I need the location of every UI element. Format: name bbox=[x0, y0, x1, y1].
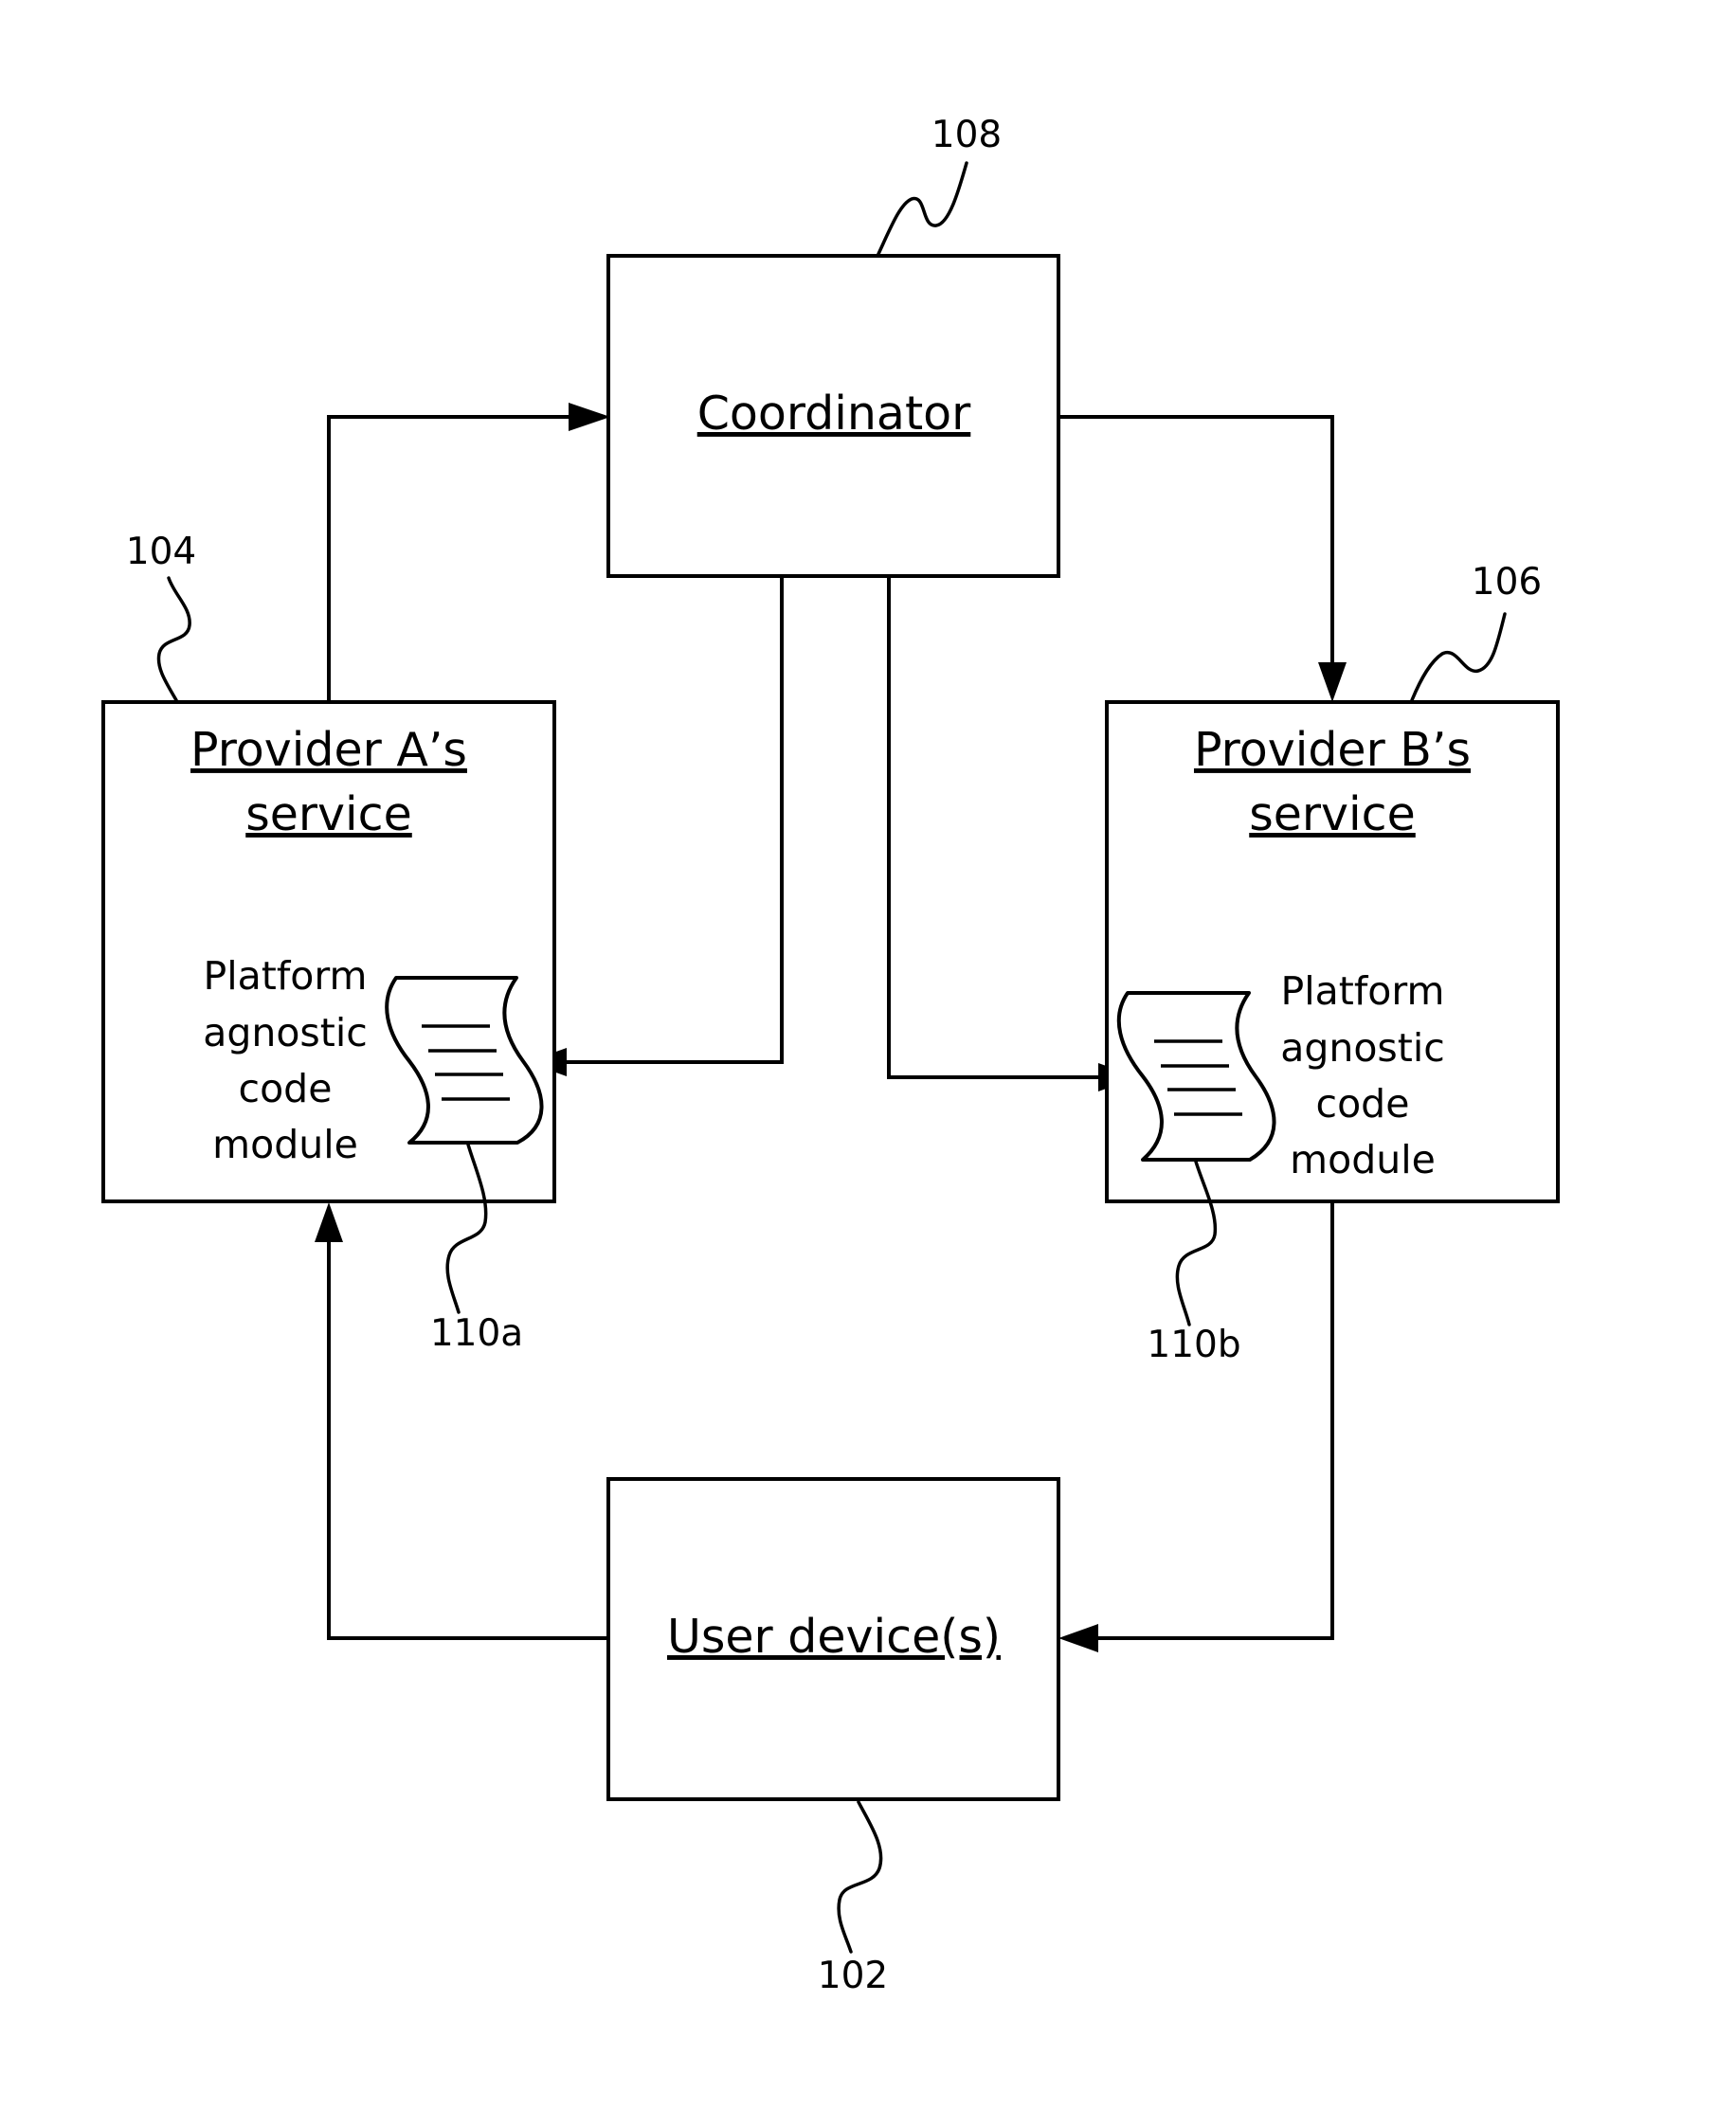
ref-110b: 110b bbox=[1147, 1324, 1240, 1366]
arrow-provider-b-to-user-device bbox=[1094, 1201, 1332, 1638]
provider-a-title-line1: Provider A’s bbox=[190, 723, 467, 777]
coordinator-node: Coordinator bbox=[608, 256, 1058, 576]
arrowhead-provider-a-bottom bbox=[315, 1202, 343, 1242]
provider-a-module-line3: code bbox=[239, 1066, 333, 1111]
provider-b-module-line3: code bbox=[1316, 1081, 1410, 1127]
user-device-node: User device(s) bbox=[608, 1479, 1058, 1799]
provider-b-title-line1: Provider B’s bbox=[1194, 723, 1471, 777]
user-device-title: User device(s) bbox=[667, 1610, 1001, 1664]
ref-110a: 110a bbox=[430, 1312, 523, 1355]
arrow-coordinator-to-provider-b bbox=[1058, 417, 1332, 665]
leader-102 bbox=[839, 1802, 881, 1952]
provider-a-module-line2: agnostic bbox=[203, 1010, 368, 1055]
ref-106: 106 bbox=[1472, 561, 1542, 604]
arrow-user-device-to-provider-a bbox=[329, 1239, 608, 1638]
provider-a-title-line2: service bbox=[245, 787, 412, 841]
arrow-provider-a-to-coordinator bbox=[329, 417, 571, 702]
coordinator-title: Coordinator bbox=[697, 387, 971, 441]
provider-b-module-line4: module bbox=[1290, 1137, 1436, 1182]
provider-b-title-line2: service bbox=[1249, 787, 1416, 841]
leader-106 bbox=[1412, 614, 1505, 700]
ref-108: 108 bbox=[931, 114, 1002, 156]
arrow-coordinator-to-module-b bbox=[889, 576, 1099, 1077]
ref-102: 102 bbox=[818, 1955, 888, 1997]
arrowhead-user-device-right bbox=[1058, 1624, 1098, 1652]
arrowhead-provider-b-top bbox=[1318, 662, 1347, 702]
provider-b-node: Provider B’s service Platform agnostic c… bbox=[1107, 702, 1558, 1201]
leader-108 bbox=[878, 163, 967, 254]
arrowhead-coordinator-left bbox=[569, 403, 610, 431]
ref-104: 104 bbox=[126, 531, 196, 573]
provider-b-module-line2: agnostic bbox=[1280, 1025, 1445, 1071]
provider-a-module-line1: Platform bbox=[204, 953, 368, 999]
provider-a-module-line4: module bbox=[212, 1122, 358, 1167]
arrow-coordinator-to-module-a bbox=[567, 576, 782, 1062]
provider-a-node: Provider A’s service Platform agnostic c… bbox=[103, 702, 554, 1201]
leader-104 bbox=[158, 578, 190, 700]
provider-b-module-line1: Platform bbox=[1281, 968, 1445, 1014]
